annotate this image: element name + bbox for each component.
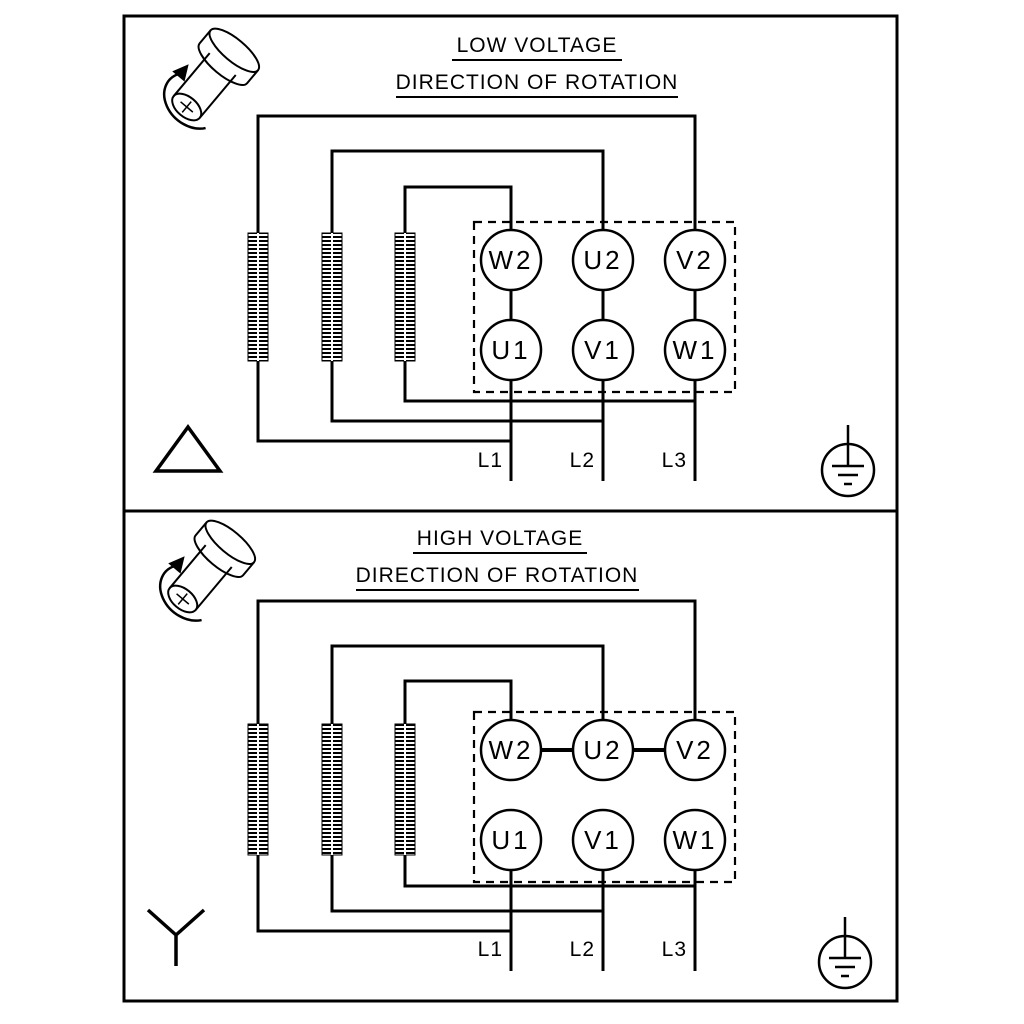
wire: [330, 644, 605, 724]
terminal-circle: [479, 228, 543, 292]
wire: [330, 361, 603, 423]
terminal-label: V1: [584, 335, 622, 365]
winding-coil: [394, 723, 416, 856]
terminal-label: V2: [676, 245, 714, 275]
terminal-label: W1: [673, 825, 718, 855]
terminal-label: W2: [489, 735, 534, 765]
panel-subtitle: DIRECTION OF ROTATION: [356, 564, 639, 587]
terminal-label: U1: [491, 825, 530, 855]
supply-line-label: L3: [662, 449, 687, 472]
terminal-label: V1: [584, 825, 622, 855]
terminal-circle: [663, 808, 727, 872]
terminal-circle: [571, 318, 635, 382]
supply-line-label: L2: [570, 449, 595, 472]
terminal-label: U1: [491, 335, 530, 365]
wire: [256, 855, 511, 933]
terminal-label: W2: [489, 245, 534, 275]
winding-coil: [394, 232, 416, 362]
wire: [403, 185, 513, 233]
delta-connection-icon: [152, 424, 224, 473]
wire: [403, 361, 695, 403]
terminal-box: [472, 710, 737, 884]
terminal-circle: [479, 718, 543, 782]
wire: [256, 599, 697, 724]
supply-line-label: L1: [478, 449, 503, 472]
winding-coil: [321, 232, 343, 362]
panel-title: LOW VOLTAGE: [457, 34, 618, 57]
wire: [256, 114, 697, 233]
terminal-label: V2: [676, 735, 714, 765]
terminal-box: [472, 220, 737, 394]
terminal-circle: [479, 318, 543, 382]
panel-title: HIGH VOLTAGE: [417, 527, 583, 550]
terminal-circle: [663, 228, 727, 292]
wire: [256, 361, 511, 443]
terminal-circle: [571, 808, 635, 872]
wire: [330, 149, 605, 233]
terminal-circle: [571, 228, 635, 292]
terminal-label: W1: [673, 335, 718, 365]
star-connection-icon: [146, 908, 206, 966]
terminal-circle: [663, 318, 727, 382]
panel-subtitle: DIRECTION OF ROTATION: [396, 71, 679, 94]
wire: [403, 679, 513, 724]
supply-line-label: L1: [478, 938, 503, 961]
terminal-circle: [571, 718, 635, 782]
terminal-circle: [663, 718, 727, 782]
terminal-circle: [479, 808, 543, 872]
terminal-link: [509, 290, 697, 320]
supply-line-label: L3: [662, 938, 687, 961]
winding-coil: [321, 723, 343, 856]
wire: [403, 855, 695, 888]
supply-line-label: L2: [570, 938, 595, 961]
panel-high-voltage: HIGH VOLTAGE DIRECTION OF ROTATION: [145, 510, 873, 990]
terminal-label: U2: [583, 245, 622, 275]
wire: [330, 855, 603, 913]
winding-coil: [247, 232, 269, 362]
terminal-label: U2: [583, 735, 622, 765]
winding-coil: [247, 723, 269, 856]
panel-low-voltage: LOW VOLTAGE DIRECTION OF ROTATION: [149, 18, 876, 498]
